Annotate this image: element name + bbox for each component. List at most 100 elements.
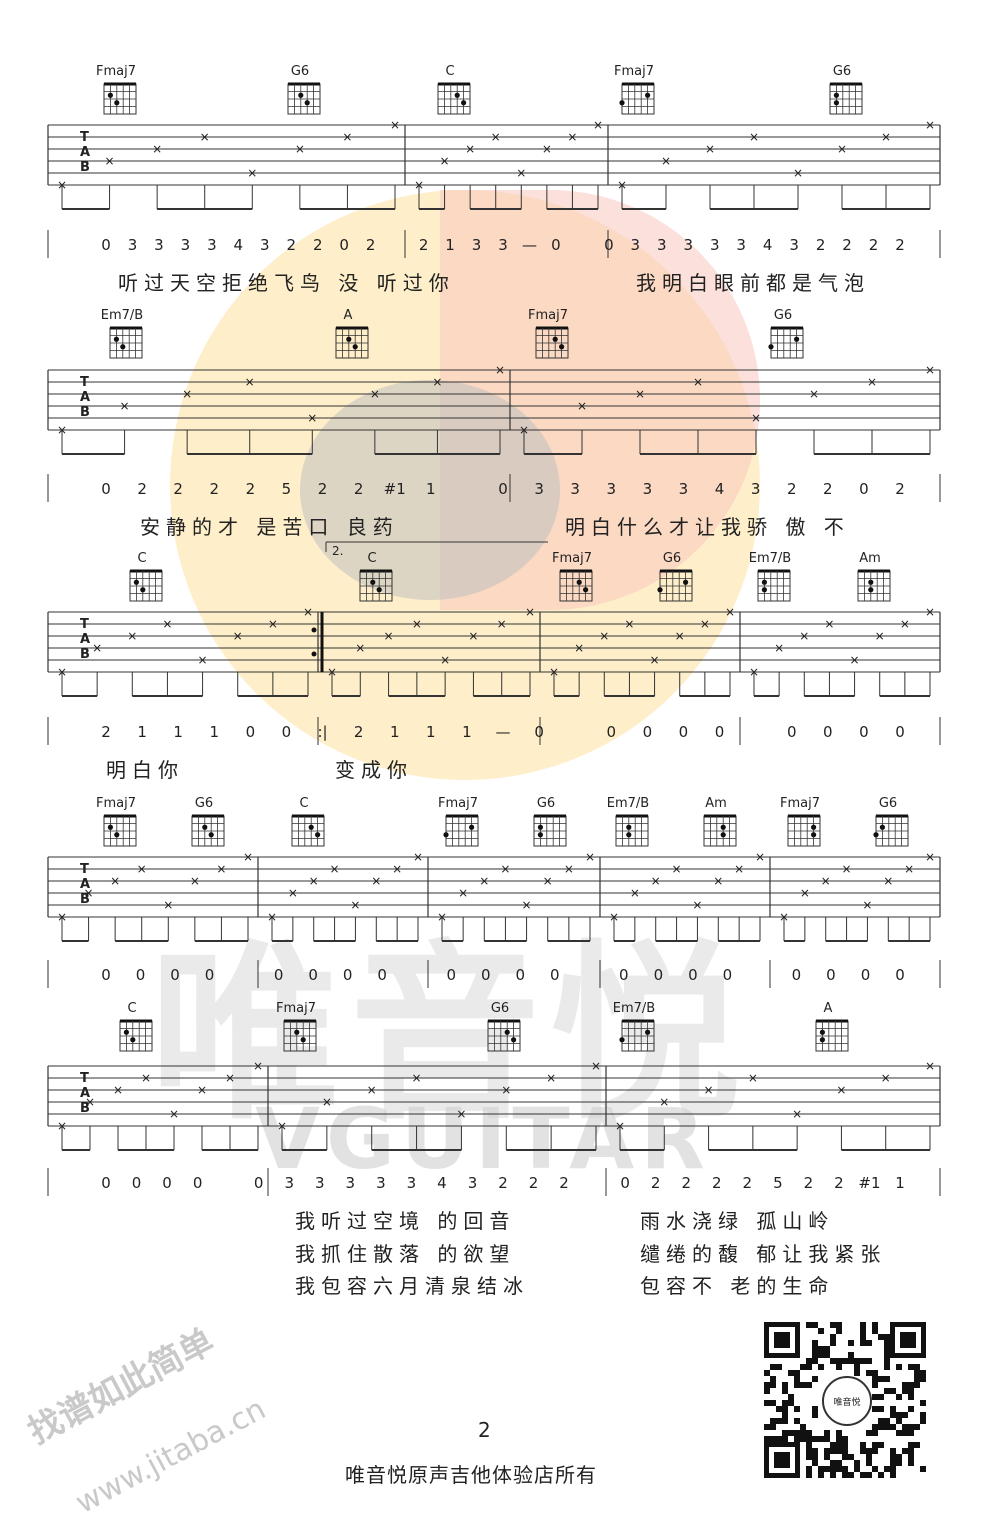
- numbered-note: 2: [787, 480, 797, 498]
- qr-module: [896, 1454, 902, 1460]
- qr-module: [776, 1418, 782, 1424]
- qr-module: [806, 1430, 812, 1436]
- tab-note: ×: [585, 850, 595, 864]
- qr-module: [878, 1424, 884, 1430]
- qr-module: [806, 1436, 812, 1442]
- finger-dot: [114, 832, 120, 838]
- numbered-note: 2: [286, 236, 296, 254]
- numbered-note: 3: [631, 236, 641, 254]
- qr-module: [872, 1430, 878, 1436]
- finger-dot: [619, 100, 625, 106]
- tab-note: ×: [862, 898, 872, 912]
- tab-note: ×: [253, 1059, 263, 1073]
- numbered-note: 2: [137, 480, 147, 498]
- qr-module: [776, 1436, 782, 1442]
- numbered-note: 3: [683, 236, 693, 254]
- qr-module: [806, 1466, 812, 1472]
- tab-note: ×: [809, 387, 819, 401]
- qr-module: [908, 1424, 914, 1430]
- qr-module: [794, 1406, 800, 1412]
- finger-dot: [819, 1037, 826, 1043]
- qr-module: [866, 1430, 872, 1436]
- chord-name: Fmaj7: [552, 551, 592, 566]
- tab-letter: B: [80, 160, 90, 175]
- numbered-note: 0: [604, 236, 614, 254]
- tab-note: ×: [330, 862, 340, 876]
- qr-module: [878, 1406, 884, 1412]
- chord-name: C: [137, 551, 146, 566]
- qr-module: [836, 1364, 842, 1370]
- qr-module: [890, 1460, 896, 1466]
- qr-module: [896, 1430, 902, 1436]
- tab-note: ×: [593, 118, 603, 132]
- finger-dot: [873, 832, 879, 838]
- chord-name: Am: [859, 551, 881, 566]
- tab-note: ×: [465, 142, 475, 156]
- tab-note: ×: [630, 886, 640, 900]
- finger-dot: [868, 587, 874, 593]
- qr-module: [860, 1334, 866, 1340]
- qr-module: [920, 1412, 926, 1418]
- numbered-note: 0: [619, 966, 629, 984]
- tab-note: ×: [925, 850, 935, 864]
- numbered-note: 2: [816, 236, 826, 254]
- numbered-note: 0: [515, 966, 525, 984]
- lyric-line: 我包容六月清泉结冰: [295, 1274, 529, 1298]
- qr-module: [812, 1454, 818, 1460]
- qr-module: [788, 1430, 794, 1436]
- qr-module: [812, 1436, 818, 1442]
- qr-module: [770, 1424, 776, 1430]
- numbered-note: 0: [723, 966, 733, 984]
- tab-note: ×: [837, 142, 847, 156]
- qr-module: [794, 1370, 800, 1376]
- qr-module: [908, 1388, 914, 1394]
- tab-note: ×: [725, 605, 735, 619]
- qr-module: [818, 1436, 824, 1442]
- qr-module: [794, 1436, 800, 1442]
- qr-module: [884, 1376, 890, 1382]
- numbered-note: 3: [534, 480, 544, 498]
- qr-module: [872, 1370, 878, 1376]
- qr-module: [914, 1382, 920, 1388]
- volta-label: 2.: [332, 544, 343, 558]
- qr-module: [866, 1358, 872, 1364]
- tab-note: ×: [295, 142, 305, 156]
- qr-module: [764, 1400, 770, 1406]
- qr-module: [860, 1448, 866, 1454]
- repeat-dot: [311, 627, 317, 633]
- tab-note: ×: [700, 617, 710, 631]
- qr-module: [854, 1460, 860, 1466]
- qr-module: [836, 1430, 842, 1436]
- finger-dot: [552, 336, 558, 342]
- numbered-note: 0: [101, 966, 111, 984]
- numbered-note: 3: [346, 1174, 356, 1192]
- tab-note: ×: [245, 375, 255, 389]
- qr-module: [842, 1448, 848, 1454]
- qr-module: [830, 1460, 836, 1466]
- finger-dot: [645, 92, 651, 98]
- tab-note: ×: [624, 617, 634, 631]
- tab-note: ×: [198, 653, 208, 667]
- qr-module: [872, 1382, 878, 1388]
- qr-module: [764, 1370, 770, 1376]
- tab-note: ×: [303, 605, 313, 619]
- qr-module: [818, 1466, 824, 1472]
- numbered-note: 2: [869, 236, 879, 254]
- finger-dot: [443, 832, 449, 838]
- numbered-note: 0: [274, 966, 284, 984]
- tab-note: ×: [693, 375, 703, 389]
- finger-dot: [461, 100, 467, 106]
- finger-dot: [619, 1037, 625, 1043]
- numbered-note: 2: [173, 480, 183, 498]
- qr-module: [764, 1436, 770, 1442]
- qr-module: [884, 1358, 890, 1364]
- finger-dot: [576, 579, 582, 585]
- tab-note: ×: [247, 166, 257, 180]
- qr-module: [872, 1406, 878, 1412]
- numbered-note: 3: [315, 1174, 325, 1192]
- chord-name: Fmaj7: [780, 796, 820, 811]
- finger-dot: [376, 587, 382, 593]
- numbered-note: 3: [260, 236, 270, 254]
- tab-note: ×: [85, 1095, 95, 1109]
- qr-module: [914, 1376, 920, 1382]
